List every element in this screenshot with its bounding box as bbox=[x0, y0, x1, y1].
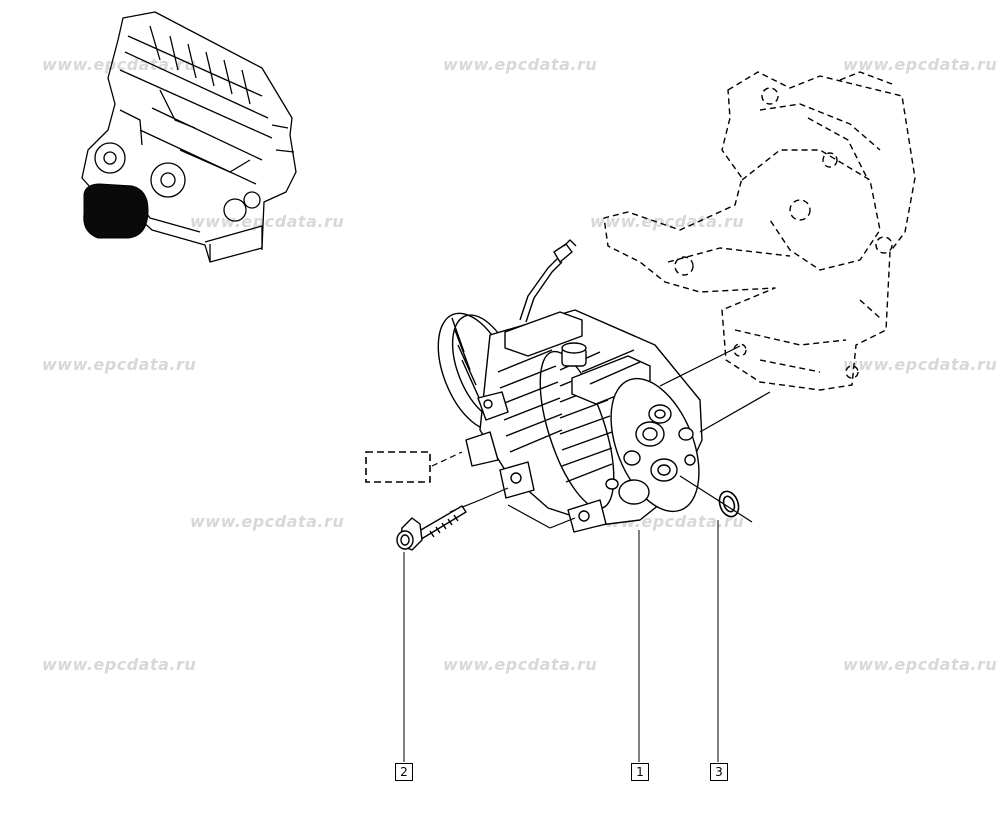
watermark: www.epcdata.ru bbox=[42, 655, 197, 674]
callout-part-2[interactable]: 2 bbox=[395, 763, 413, 781]
mounting-bracket-outline bbox=[603, 71, 916, 391]
watermark: www.epcdata.ru bbox=[843, 55, 998, 74]
watermark: www.epcdata.ru bbox=[443, 655, 598, 674]
removed-part-outline bbox=[365, 451, 431, 483]
callout-part-3[interactable]: 3 bbox=[710, 763, 728, 781]
callout-part-1[interactable]: 1 bbox=[631, 763, 649, 781]
watermark: www.epcdata.ru bbox=[42, 355, 197, 374]
compressor-location-highlight bbox=[83, 183, 149, 239]
ac-compressor bbox=[437, 309, 703, 533]
watermark: www.epcdata.ru bbox=[843, 655, 998, 674]
electrical-connector-wire bbox=[519, 239, 577, 323]
seal-ring bbox=[718, 490, 740, 518]
watermark: www.epcdata.ru bbox=[590, 212, 745, 231]
watermark: www.epcdata.ru bbox=[443, 55, 598, 74]
watermark: www.epcdata.ru bbox=[843, 355, 998, 374]
engine-overview-thumbnail bbox=[81, 11, 297, 263]
mounting-bolt bbox=[396, 505, 467, 551]
watermark: www.epcdata.ru bbox=[190, 512, 345, 531]
assembly-guide-lines bbox=[449, 345, 771, 529]
callout-leaders bbox=[403, 520, 719, 762]
removed-part-leader bbox=[431, 451, 463, 467]
watermark: www.epcdata.ru bbox=[42, 55, 197, 74]
watermark: www.epcdata.ru bbox=[190, 212, 345, 231]
